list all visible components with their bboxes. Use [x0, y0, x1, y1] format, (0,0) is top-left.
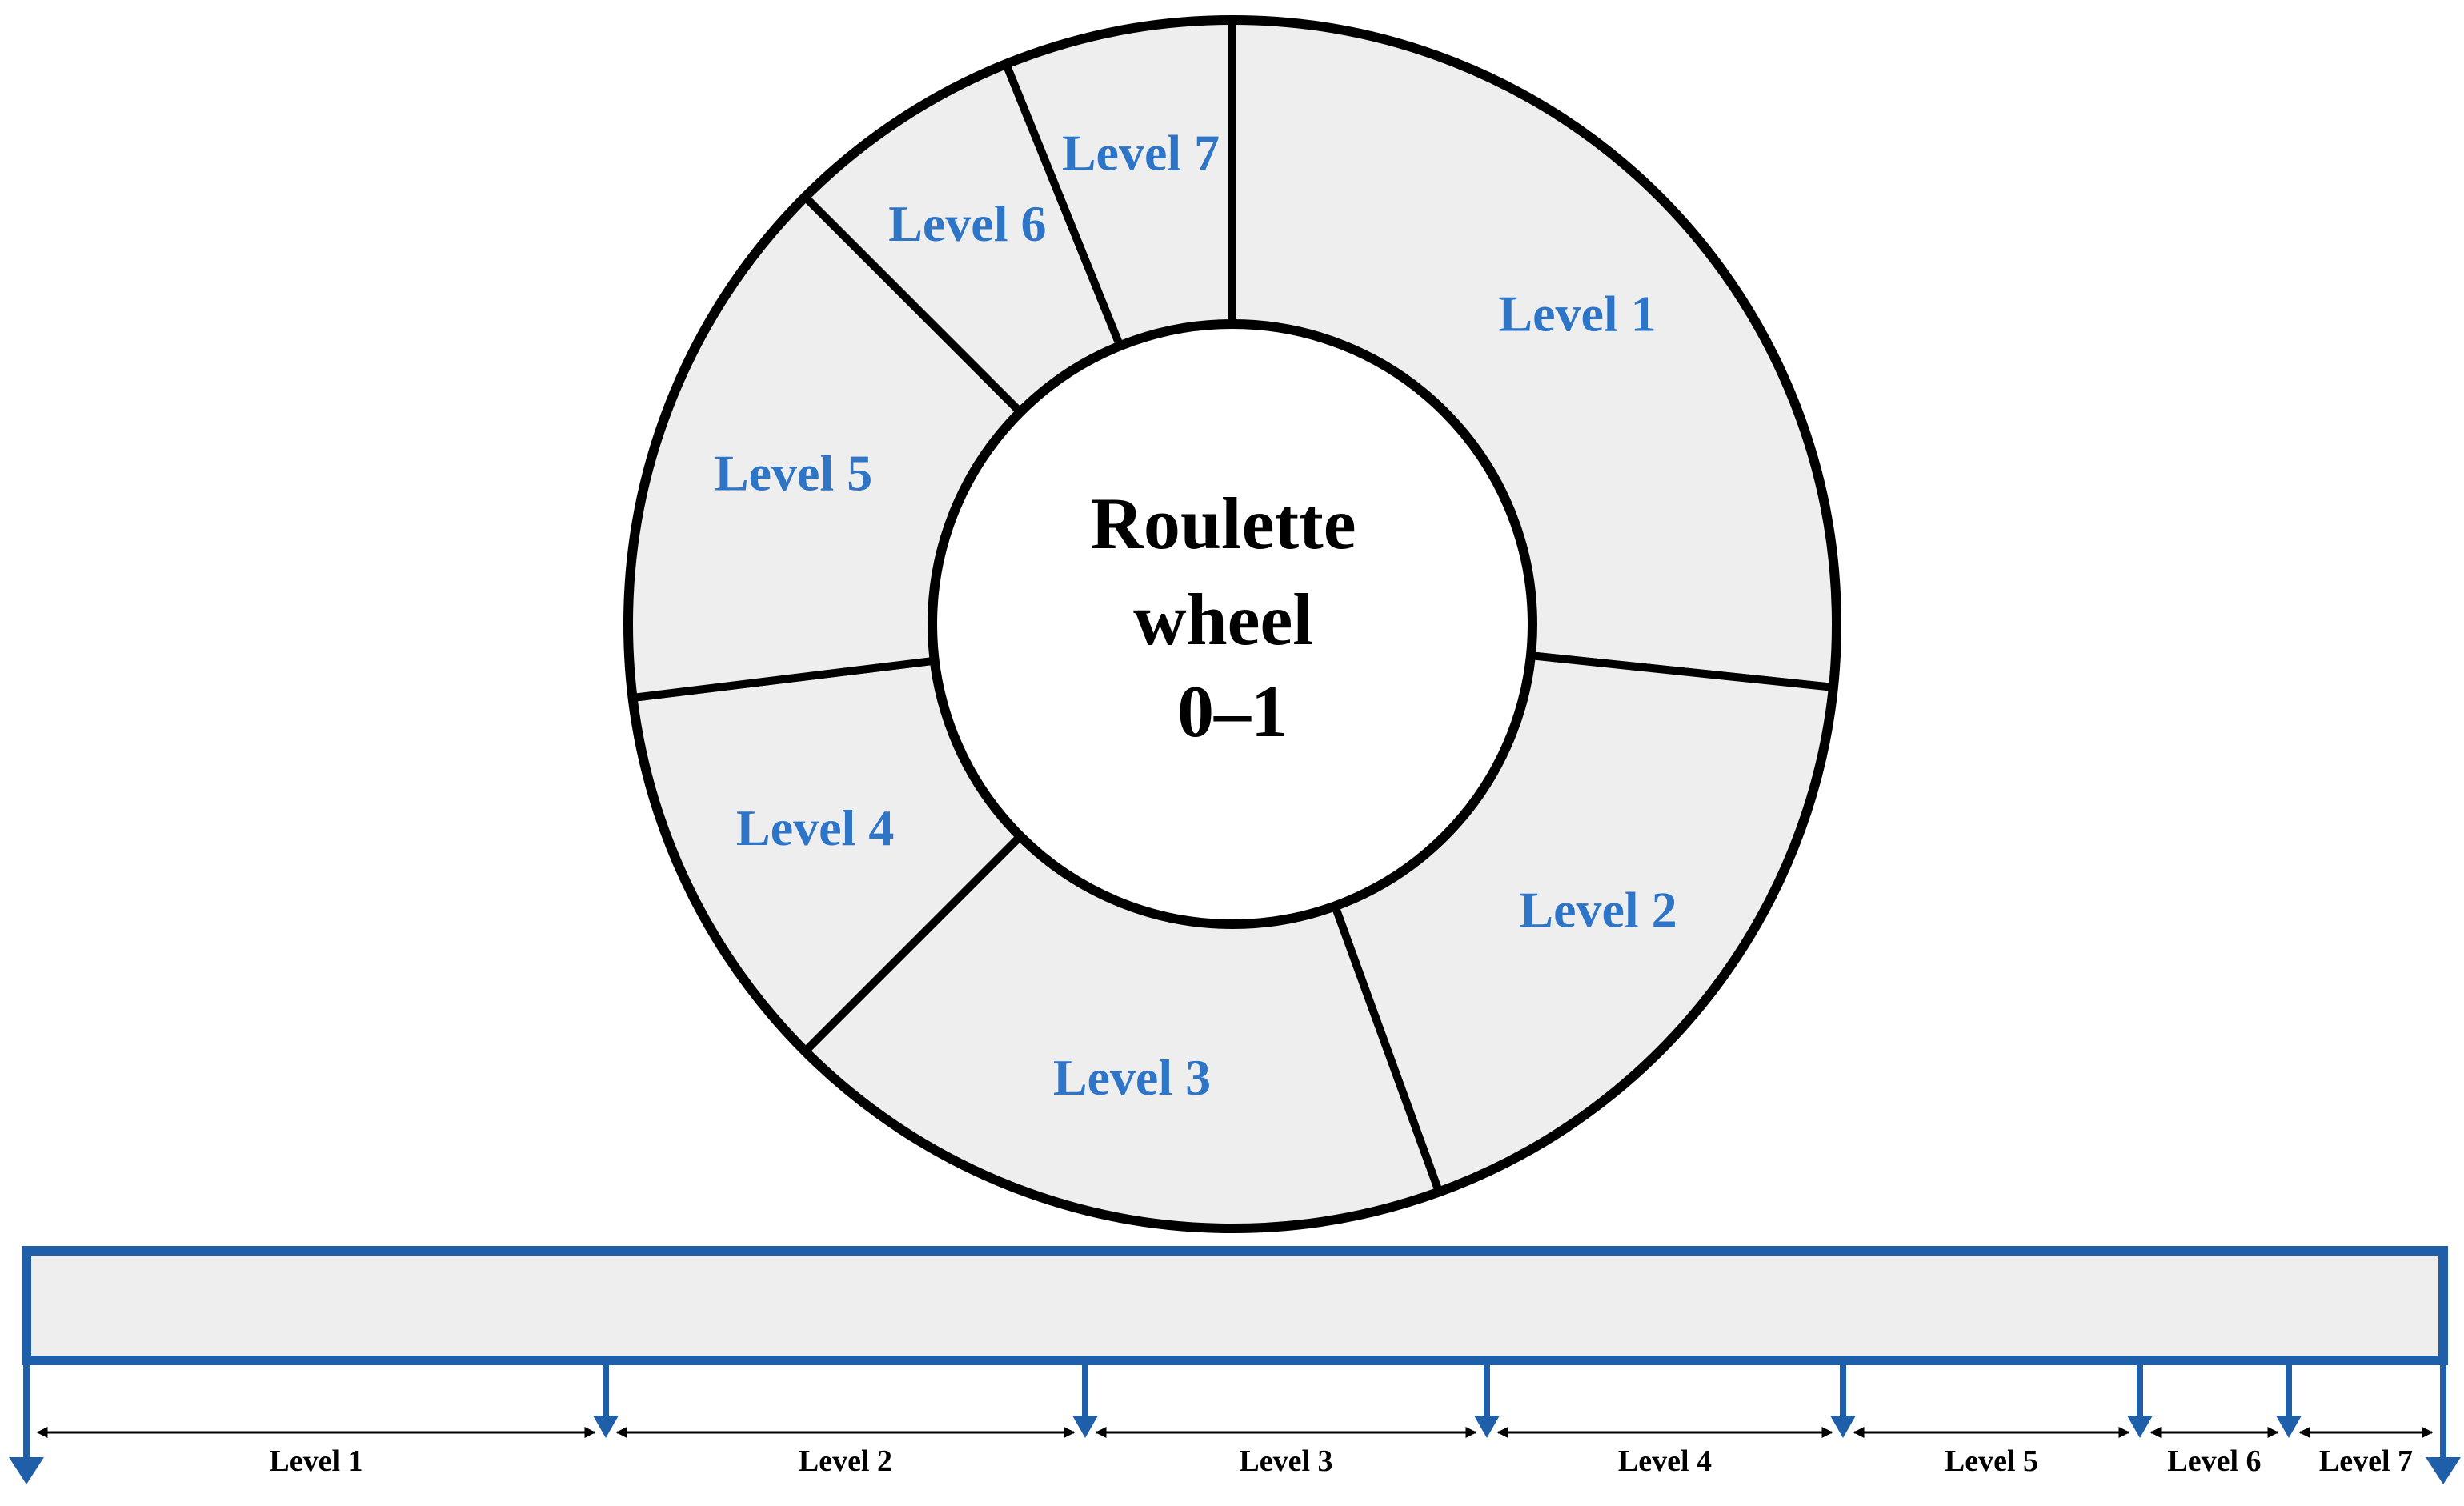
bar-tick-arrowhead-2 [593, 1416, 619, 1438]
center-label-line-1: Roulette [1090, 483, 1356, 564]
wheel-label-level-3: Level 3 [1053, 1049, 1211, 1106]
center-label-line-3: 0–1 [1177, 671, 1288, 752]
bar-label-level-1: Level 1 [269, 1444, 363, 1478]
bar-tick-arrowhead-5 [1830, 1416, 1856, 1438]
wheel-segment-labels: Level 1 Level 2 Level 3 Level 4 Level 5 Level… [715, 125, 1677, 1106]
probability-bar-rect [22, 1246, 2448, 1365]
wheel-center-circle [928, 319, 1537, 929]
wheel-label-level-5: Level 5 [715, 445, 872, 502]
bar-label-level-3: Level 3 [1239, 1444, 1332, 1478]
bar-tick-arrowhead-3 [1072, 1416, 1098, 1438]
bar-label-level-4: Level 4 [1618, 1444, 1712, 1478]
bar-label-level-5: Level 5 [1945, 1444, 2038, 1478]
bar-tick-arrowhead-8 [2426, 1457, 2461, 1484]
wheel-label-level-4: Level 4 [736, 799, 894, 856]
bar-label-level-2: Level 2 [799, 1444, 892, 1478]
probability-bar: Level 1 Level 2 Level 3 Level 4 Level 5 Level… [9, 1246, 2461, 1484]
roulette-wheel: Level 1 Level 2 Level 3 Level 4 Level 5 Level… [623, 15, 1841, 1233]
wheel-label-level-6: Level 6 [888, 195, 1046, 252]
bar-tick-arrowhead-4 [1474, 1416, 1500, 1438]
bar-boundary-ticks [9, 1360, 2461, 1484]
wheel-label-level-7: Level 7 [1062, 125, 1220, 182]
wheel-center-label: Roulette wheel 0–1 [1090, 483, 1374, 752]
bar-segment-labels: Level 1 Level 2 Level 3 Level 4 Level 5 Level… [269, 1444, 2413, 1478]
bar-label-level-6: Level 6 [2167, 1444, 2261, 1478]
center-label-line-2: wheel [1133, 579, 1313, 660]
wheel-outer-ring [623, 15, 1841, 1233]
bar-label-level-7: Level 7 [2319, 1444, 2413, 1478]
wheel-label-level-1: Level 1 [1498, 285, 1656, 342]
bar-tick-arrowhead-6 [2127, 1416, 2153, 1438]
wheel-label-level-2: Level 2 [1519, 882, 1677, 939]
bar-tick-arrowhead-7 [2276, 1416, 2302, 1438]
bar-tick-arrowhead-1 [9, 1457, 44, 1484]
